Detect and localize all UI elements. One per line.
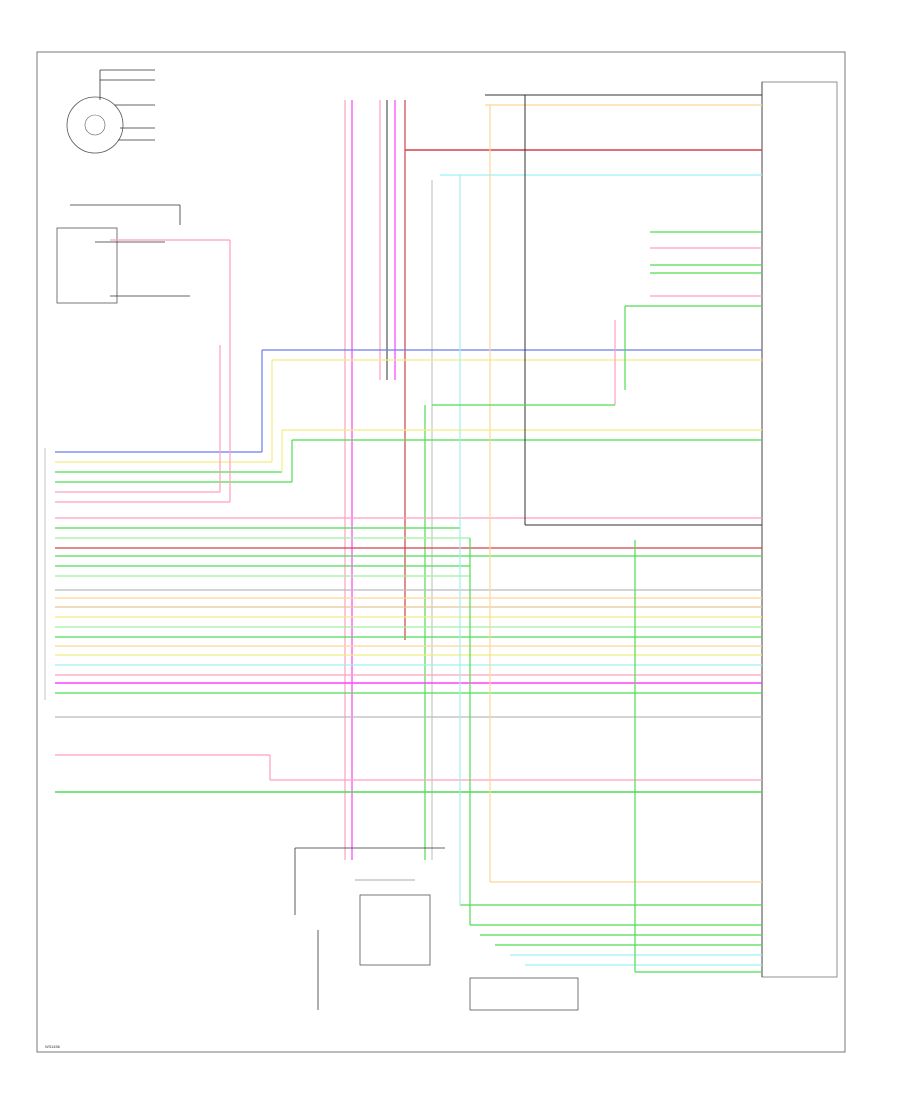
distributor-sensor-component [66,69,155,154]
ignition-relay-component [56,204,190,304]
knock-sensor-component [294,847,445,1010]
horizontal-wires [55,94,762,973]
diagram-frame [36,51,846,1053]
vertical-wire-bundle [344,100,433,860]
powertrain-control-module [761,81,838,978]
footer-code: W31456 [45,1044,61,1049]
engine-control-module-relay [469,977,579,1011]
